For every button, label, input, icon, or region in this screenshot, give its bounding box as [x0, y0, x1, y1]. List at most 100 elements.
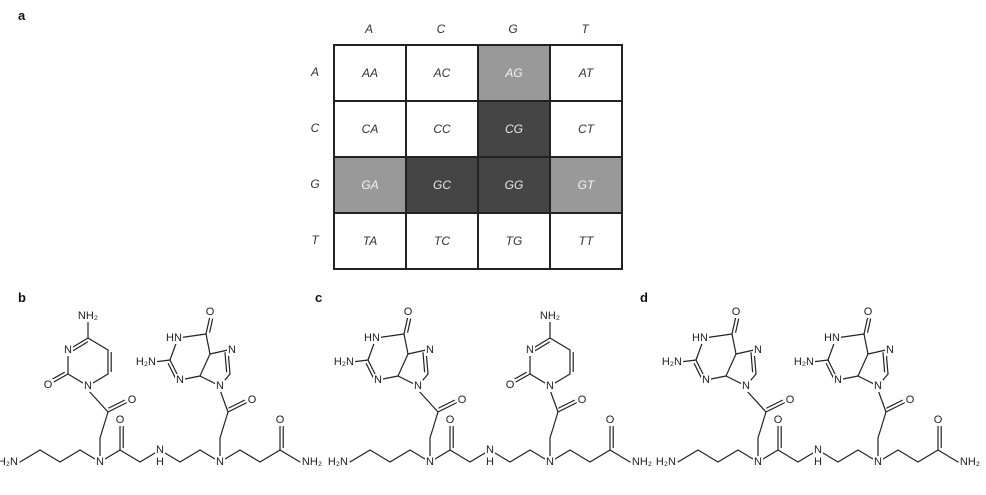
linker-o: O: [458, 394, 467, 406]
bond: [449, 449, 471, 463]
bond: [897, 449, 919, 463]
double-bond: [514, 371, 527, 380]
bond: [513, 373, 531, 384]
double-bond: [825, 363, 835, 380]
backbone-h2n: H₂N: [0, 456, 18, 468]
guanine-n9: N: [216, 380, 224, 392]
grid-cell-ca: CA: [334, 101, 406, 157]
backbone-o2: O: [606, 414, 615, 426]
col-header-c: C: [436, 22, 446, 36]
grid-cell-ta: TA: [334, 213, 406, 269]
grid-cell-tg: TG: [478, 213, 550, 269]
guanine-n1h: HN: [364, 332, 380, 344]
double-bond: [558, 399, 575, 409]
grid-cell-ct: CT: [550, 101, 622, 157]
backbone-o: O: [774, 414, 783, 426]
guanine-n7: N: [228, 344, 236, 356]
bond: [863, 333, 869, 355]
bond: [259, 449, 281, 463]
double-bond: [882, 352, 886, 373]
bond: [437, 401, 459, 413]
grid-cell-tc: TC: [406, 213, 478, 269]
bond: [717, 449, 739, 463]
grid-cell-ga: GA: [334, 157, 406, 213]
backbone-h2n: H₂N: [656, 456, 676, 468]
guanine-n7: N: [754, 344, 762, 356]
grid-cell-ag: AG: [478, 45, 550, 101]
bond: [735, 349, 755, 355]
linker-o2: O: [906, 394, 915, 406]
double-bond: [867, 318, 872, 333]
double-bond: [438, 399, 455, 409]
bond: [509, 449, 531, 463]
row-header-t: T: [311, 233, 319, 247]
col-header-g: G: [508, 22, 518, 36]
cytosine-n3: N: [526, 344, 534, 356]
backbone-n: N: [96, 456, 104, 468]
backbone-nh2: NH₂: [302, 456, 322, 468]
guanine-n9: N: [742, 380, 750, 392]
bond: [429, 411, 439, 439]
backbone-nh-h: H: [156, 456, 164, 468]
double-bond: [209, 318, 214, 333]
backbone-nh2: NH₂: [632, 456, 652, 468]
cytosine-o: O: [44, 379, 53, 391]
backbone-nh-n: N: [486, 444, 494, 456]
backbone-n2: N: [546, 456, 554, 468]
row-header-g: G: [310, 177, 320, 191]
bond: [199, 353, 211, 377]
bond: [877, 411, 887, 439]
guanine-o: O: [206, 306, 215, 318]
bond: [885, 401, 907, 413]
grid-cell-ac: AC: [406, 45, 478, 101]
bond: [863, 315, 869, 335]
guanine-o: O: [404, 306, 413, 318]
bond: [397, 353, 409, 377]
bond: [389, 449, 411, 463]
linker-o2: O: [248, 394, 257, 406]
col-header-t: T: [581, 22, 589, 36]
bond: [697, 449, 719, 463]
cytosine-n1: N: [84, 380, 92, 392]
bond: [867, 349, 887, 355]
bond: [59, 449, 81, 463]
bond: [569, 449, 591, 463]
double-bond: [766, 399, 783, 409]
grid-cell-gt: GT: [550, 157, 622, 213]
bond: [219, 411, 229, 439]
bond: [403, 315, 409, 335]
bond: [609, 449, 631, 463]
guanine-nh2: H₂N: [662, 356, 682, 368]
bond: [179, 449, 201, 463]
bond: [677, 449, 699, 463]
backbone-o: O: [116, 414, 125, 426]
double-bond: [365, 363, 375, 380]
backbone-nh-n: N: [156, 444, 164, 456]
guanine-o: O: [864, 306, 873, 318]
bond: [209, 349, 229, 355]
bond: [745, 389, 767, 413]
bond: [19, 449, 41, 463]
bond: [765, 401, 787, 413]
guanine-n9: N: [414, 380, 422, 392]
double-bond: [407, 318, 412, 333]
bond: [219, 389, 229, 413]
grid-cell-cc: CC: [406, 101, 478, 157]
double-bond: [533, 341, 551, 353]
bond: [837, 449, 859, 463]
cytosine-o: O: [506, 379, 515, 391]
row-header-c: C: [310, 121, 320, 135]
grid-cell-gg: GG: [478, 157, 550, 213]
guanine-n7: N: [426, 344, 434, 356]
grid-cell-gc: GC: [406, 157, 478, 213]
backbone-o: O: [446, 414, 455, 426]
guanine-n9: N: [874, 380, 882, 392]
bond: [777, 449, 799, 463]
double-bond: [735, 318, 740, 333]
double-bond: [228, 399, 245, 409]
linker-o2: O: [578, 394, 587, 406]
